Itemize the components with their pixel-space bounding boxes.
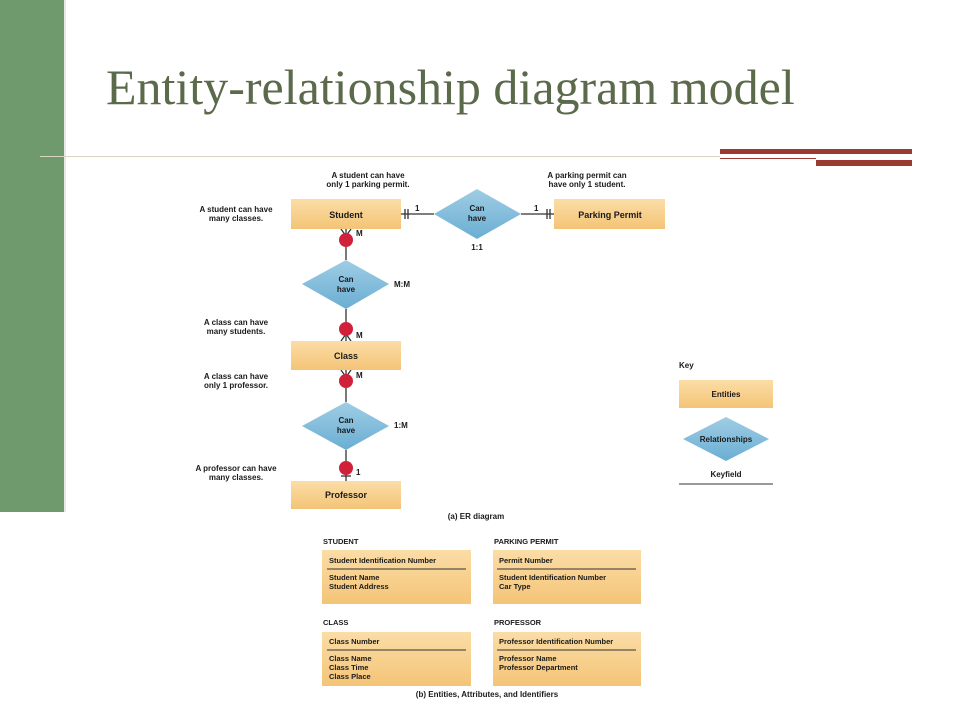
crow-foot-dot (339, 322, 353, 336)
key-entities-label: Entities (712, 390, 741, 399)
crow-foot-dot (339, 233, 353, 247)
entity-professor (291, 481, 401, 509)
relationship-student-permit-line1: Can (469, 204, 484, 213)
note-line: A professor can have (195, 464, 277, 473)
entity-student-label: Student (329, 210, 363, 220)
note-line: A class can have (204, 318, 269, 327)
cardinality-ratio: 1:1 (471, 243, 483, 252)
entity-parking-permit-label: Parking Permit (578, 210, 642, 220)
caption-a: (a) ER diagram (448, 512, 504, 521)
table-class (322, 632, 471, 686)
table-identifier: Permit Number (499, 556, 553, 565)
table-identifier: Student Identification Number (329, 556, 436, 565)
table-attribute: Professor Department (499, 663, 578, 672)
entity-student (291, 199, 401, 229)
accent-bar-bottom (816, 160, 912, 166)
key-relationship-swatch (683, 417, 769, 461)
table-heading-professor: PROFESSOR (494, 618, 542, 627)
table-student (322, 550, 471, 604)
entity-parking-permit (554, 199, 665, 229)
cardinality-label: 1 (356, 468, 361, 477)
note-line: only 1 professor. (204, 381, 268, 390)
table-attribute: Student Identification Number (499, 573, 606, 582)
table-parking-permit (493, 550, 641, 604)
note-line: only 1 parking permit. (326, 180, 409, 189)
note-line: A parking permit can (547, 171, 626, 180)
table-attribute: Car Type (499, 582, 531, 591)
relationship-class-professor (302, 402, 389, 450)
cardinality-ratio: 1:M (394, 421, 408, 430)
crow-foot-dot (339, 461, 353, 475)
entity-class (291, 341, 401, 370)
relationship-student-class-line2: have (337, 285, 356, 294)
relationship-class-professor-line1: Can (338, 416, 353, 425)
note-line: many classes. (209, 214, 263, 223)
cardinality-label: 1 (534, 204, 539, 213)
crow-foot-dot (339, 374, 353, 388)
table-attribute: Class Name (329, 654, 372, 663)
cardinality-label: 1 (415, 204, 420, 213)
cardinality-label: M (356, 229, 363, 238)
relationship-student-permit-line2: have (468, 214, 487, 223)
note-line: have only 1 student. (549, 180, 626, 189)
key-relationships-label: Relationships (700, 435, 753, 444)
relationship-student-class-line1: Can (338, 275, 353, 284)
relationship-class-professor-line2: have (337, 426, 356, 435)
key-heading: Key (679, 361, 694, 370)
accent-bar-thin (720, 158, 816, 159)
note-line: many students. (207, 327, 266, 336)
relationship-student-permit (434, 189, 521, 239)
note-line: A class can have (204, 372, 269, 381)
slide-title: Entity-relationship diagram model (106, 59, 795, 115)
key-entity-swatch (679, 380, 773, 408)
table-attribute: Class Time (329, 663, 368, 672)
sidebar-edge (64, 0, 66, 512)
table-attribute: Student Name (329, 573, 379, 582)
relationship-student-class (302, 260, 389, 309)
table-professor (493, 632, 641, 686)
table-attribute: Student Address (329, 582, 389, 591)
table-heading-class: CLASS (323, 618, 348, 627)
cardinality-label: M (356, 331, 363, 340)
note-line: A student can have (331, 171, 405, 180)
table-heading-parking-permit: PARKING PERMIT (494, 537, 559, 546)
table-attribute: Professor Name (499, 654, 557, 663)
cardinality-label: M (356, 371, 363, 380)
sidebar-band (0, 0, 64, 512)
accent-bar-top (720, 149, 912, 154)
entity-professor-label: Professor (325, 490, 368, 500)
note-line: A student can have (199, 205, 273, 214)
table-attribute: Class Place (329, 672, 371, 681)
entity-class-label: Class (334, 351, 358, 361)
caption-b: (b) Entities, Attributes, and Identifier… (416, 690, 559, 699)
table-heading-student: STUDENT (323, 537, 359, 546)
table-identifier: Class Number (329, 637, 380, 646)
title-rule (40, 156, 720, 157)
cardinality-ratio: M:M (394, 280, 410, 289)
key-keyfield-label: Keyfield (710, 470, 741, 479)
table-identifier: Professor Identification Number (499, 637, 613, 646)
note-line: many classes. (209, 473, 263, 482)
